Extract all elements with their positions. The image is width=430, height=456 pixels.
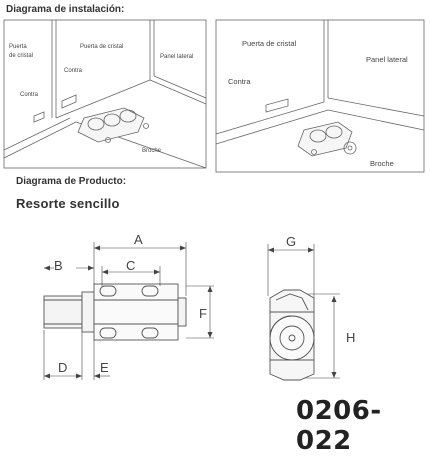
left-panel-frame: [3, 19, 207, 169]
label-puerta-2: de cristal: [9, 53, 33, 59]
dimension-lines: [43, 242, 340, 380]
dim-label-c: C: [126, 258, 135, 273]
label-puerta-cristal-right: Puerta de cristal: [242, 39, 297, 48]
label-contra-right: Contra: [228, 77, 251, 86]
installation-left-panel: [3, 19, 207, 169]
product-subtitle: Resorte sencillo: [16, 196, 120, 211]
label-panel-lateral-right: Panel lateral: [366, 55, 408, 64]
installation-right-panel: [215, 19, 425, 173]
dim-label-f: F: [199, 306, 207, 321]
dim-label-b: B: [54, 258, 63, 273]
slot: [141, 285, 159, 297]
product-side-view: [269, 289, 315, 381]
dim-label-a: A: [134, 232, 143, 247]
diagram-canvas: Puerta de cristal Puerta de cristal Cont…: [3, 19, 425, 381]
label-panel-lateral-left: Panel lateral: [160, 54, 193, 60]
slot: [99, 327, 117, 339]
label-puerta-cristal: Puerta de cristal: [80, 44, 123, 50]
dim-label-d: D: [58, 360, 67, 375]
installation-title: Diagrama de instalación:: [6, 4, 125, 15]
product-front-view: [43, 283, 187, 341]
label-contra-inner: Contra: [64, 68, 83, 74]
plunger: [43, 295, 83, 329]
label-contra-outer: Contra: [20, 92, 39, 98]
slot: [99, 285, 117, 297]
label-broche-left: Broche: [142, 148, 162, 154]
slot: [141, 327, 159, 339]
catch-body: [93, 283, 179, 341]
dim-label-e: E: [100, 360, 109, 375]
dimension-arrows: [44, 245, 337, 379]
product-title: Diagrama de Producto:: [16, 176, 127, 187]
right-panel-frame: [215, 19, 425, 173]
dim-label-h: H: [346, 330, 355, 345]
label-broche-right: Broche: [370, 159, 394, 168]
dim-label-g: G: [286, 234, 296, 249]
label-puerta-1: Puerta: [9, 44, 27, 50]
